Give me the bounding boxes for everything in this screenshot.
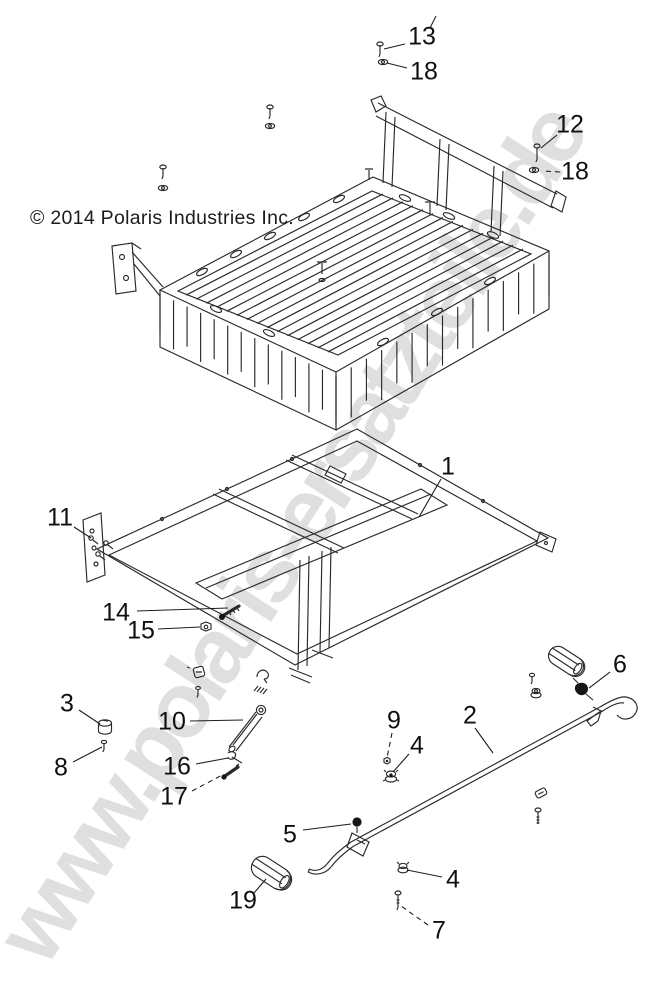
pin-17-icon — [221, 763, 240, 780]
roller-19-icon — [250, 855, 293, 891]
leader-line-2-17 — [474, 727, 494, 754]
roller-6-icon — [547, 645, 586, 678]
parts-diagram — [72, 15, 638, 926]
frame-end-plate — [82, 512, 106, 583]
bed-side-rail — [111, 242, 164, 297]
leader-line-5-13 — [302, 823, 352, 831]
flange-nut-4-lower-icon — [396, 861, 410, 874]
frame-cross-members — [194, 454, 449, 600]
leader-line-11-5 — [73, 526, 92, 539]
screw-12-icon — [533, 143, 541, 163]
clip-set-11-icon — [88, 535, 114, 561]
screw-13-icon — [376, 41, 384, 58]
leader-line-15-7 — [157, 626, 201, 630]
leader-line-14-6 — [136, 607, 229, 612]
cargo-bed-drawing — [111, 15, 567, 431]
leader-line-10-10 — [189, 719, 244, 722]
grip-clip-icon — [186, 665, 206, 679]
bed-headboard — [370, 95, 567, 237]
bolt-14-icon — [219, 604, 241, 620]
mid-screw-icon — [195, 685, 201, 698]
leader-line-3-8 — [78, 709, 101, 725]
bushing-3-icon — [97, 719, 113, 735]
leader-line-13-0 — [383, 43, 406, 50]
leader-lines — [72, 43, 611, 926]
bed-skirt-right — [335, 251, 550, 431]
washer-18-top-icon — [377, 58, 389, 66]
nut-9-icon — [383, 756, 391, 765]
bolt-mid-right-icon — [534, 807, 542, 824]
j-hook-clip-icon — [256, 669, 269, 684]
bed-floor-ribs — [185, 193, 524, 353]
leader-line-17-12 — [191, 773, 225, 792]
leader-line-6-20 — [588, 671, 611, 689]
bed-rim — [158, 176, 551, 373]
flange-nut-near-6-icon — [530, 687, 542, 699]
leader-line-4-16 — [392, 753, 410, 773]
leader-line-7-19 — [400, 905, 429, 926]
frame-legs — [288, 546, 334, 684]
screw-icon-top-left — [157, 164, 169, 192]
clip-mid-right-icon — [534, 787, 548, 799]
screw-8-icon — [100, 739, 108, 753]
copyright-text: © 2014 Polaris Industries Inc. — [30, 207, 294, 229]
leader-line-19-14 — [253, 878, 267, 894]
leader-line-18-1 — [386, 62, 408, 69]
frame-right-foot — [535, 531, 557, 553]
leader-line-18-3 — [541, 170, 561, 173]
deck-screw-icon — [317, 15, 437, 283]
strut-10-icon — [228, 704, 267, 753]
screw-icon-top-mid — [264, 104, 276, 130]
leader-line-1-4 — [418, 478, 442, 518]
bolt-7-icon — [394, 890, 402, 911]
nut-15-icon — [200, 621, 212, 632]
flange-nut-4-upper-icon — [382, 769, 400, 783]
pivot-rod-2-icon — [307, 696, 638, 875]
bumper-5-icon — [352, 817, 362, 833]
leader-line-4-18 — [406, 869, 443, 878]
screw-near-6-icon — [528, 672, 536, 685]
leader-line-16-11 — [195, 757, 229, 765]
fastener-glyphs — [88, 41, 638, 911]
spring-clip-6-icon — [572, 677, 594, 701]
leader-line-9-15 — [386, 732, 393, 759]
leader-line-12-2 — [540, 134, 558, 149]
washer-18-right-icon — [528, 166, 540, 174]
s-hook-16-icon — [227, 751, 243, 764]
mounting-frame-drawing — [82, 428, 557, 684]
leader-line-8-9 — [72, 746, 103, 763]
spring-pin-icon — [253, 685, 268, 695]
